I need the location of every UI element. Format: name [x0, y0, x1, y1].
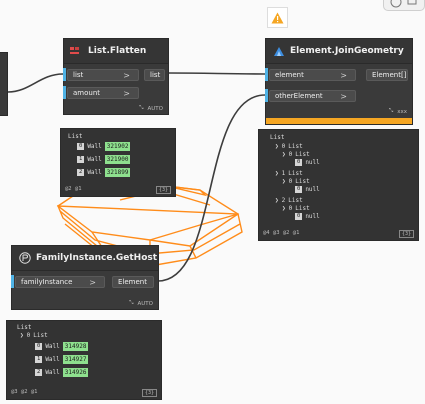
preview-row: 0 null: [295, 159, 320, 166]
node-title: List.Flatten: [88, 46, 147, 56]
preview-row: 2 Wall 321899: [77, 168, 131, 177]
lacing-icon: ⤡: [388, 108, 394, 114]
toolbar-icons: [390, 0, 417, 8]
preview-row: 0 null: [295, 186, 320, 193]
input-indicator: [63, 68, 66, 81]
port-family-instance[interactable]: familyInstance >: [15, 275, 105, 289]
preview-header: List: [17, 324, 32, 331]
preview-row: 0 Wall 321902: [77, 142, 131, 151]
port-chevron: >: [340, 70, 347, 80]
preview-row: 2 Wall 314926: [35, 368, 89, 377]
preview-footer: @2 @1 {3}: [65, 186, 171, 194]
collapse-icon[interactable]: ❯: [20, 332, 24, 339]
top-toolbar[interactable]: [383, 0, 425, 11]
port-other-element[interactable]: otherElement >: [269, 89, 356, 103]
port-chevron: >: [123, 88, 130, 98]
preview-row: 1 Wall 314927: [35, 355, 89, 364]
collapse-icon[interactable]: ❯: [282, 151, 286, 158]
warning-bar: [266, 118, 412, 124]
port-amount[interactable]: amount >: [67, 86, 139, 100]
list-flatten-icon: [70, 46, 83, 57]
node-footer: ⤡ AUTO: [64, 103, 168, 114]
node-footer: ⤡ xxx: [266, 106, 412, 117]
port-label: otherElement: [275, 92, 323, 100]
wire-flatten-to-join: [167, 72, 266, 75]
join-geometry-node[interactable]: Element.JoinGeometry element > otherElem…: [265, 38, 413, 125]
wires: [7, 72, 266, 282]
lacing-label[interactable]: xxx: [397, 108, 407, 115]
partial-node[interactable]: [0, 52, 8, 116]
preview-footer: @4 @3 @2 @1 {3}: [263, 230, 414, 238]
preview-subgroup: ❯ 0 List: [282, 151, 310, 158]
port-label: list: [73, 71, 84, 79]
port-label: amount: [73, 89, 101, 97]
node-header[interactable]: List.Flatten: [64, 39, 168, 64]
get-host-preview[interactable]: List ❯ 0 List 0 Wall 314928 1 Wall 31492…: [6, 320, 162, 400]
collapse-icon[interactable]: ❯: [282, 205, 286, 212]
collapse-icon[interactable]: ❯: [275, 197, 279, 204]
input-indicator: [11, 275, 14, 288]
lacing-label[interactable]: AUTO: [147, 105, 163, 112]
lacing-label[interactable]: AUTO: [137, 300, 153, 307]
port-chevron: >: [123, 70, 130, 80]
preview-group: ❯ 1 List: [275, 170, 303, 177]
preview-group: ❯ 0 List: [20, 332, 48, 339]
preview-group: ❯ 2 List: [275, 197, 303, 204]
join-geometry-preview[interactable]: List ❯ 0 List ❯ 0 List 0 null ❯ 1 List ❯…: [258, 129, 419, 241]
port-label: element: [275, 71, 304, 79]
lacing-icon: ⤡: [129, 300, 134, 306]
node-title: Element.JoinGeometry: [290, 46, 404, 56]
node-header[interactable]: FamilyInstance.GetHost: [12, 246, 158, 271]
list-levels[interactable]: @3 @2 @1: [11, 389, 38, 395]
node-footer: ⤡ AUTO: [12, 298, 158, 309]
revit-node-icon: [272, 46, 285, 57]
port-chevron: >: [89, 277, 96, 287]
warning-triangle-icon: [271, 12, 284, 23]
list-count: {3}: [141, 389, 157, 397]
warning-bubble[interactable]: [267, 7, 288, 28]
list-count: {3}: [398, 230, 414, 238]
preview-subgroup: ❯ 0 List: [282, 205, 310, 212]
preview-row: 0 null: [295, 213, 320, 220]
output-port-element[interactable]: Element: [112, 275, 154, 289]
collapse-icon[interactable]: ❯: [282, 178, 286, 185]
list-levels[interactable]: @4 @3 @2 @1: [263, 230, 300, 236]
preview-row: 0 Wall 314928: [35, 342, 89, 351]
output-port-elements[interactable]: Element[]: [366, 68, 408, 82]
preview-row: 1 Wall 321900: [77, 155, 131, 164]
list-flatten-preview[interactable]: List 0 Wall 321902 1 Wall 321900 2 Wall …: [60, 128, 176, 197]
output-port-list[interactable]: list: [144, 68, 165, 82]
preview-header: List: [68, 133, 83, 140]
preview-header: List: [270, 134, 285, 141]
node-title: FamilyInstance.GetHost: [36, 253, 158, 263]
preview-group: ❯ 0 List: [275, 143, 303, 150]
port-label: familyInstance: [21, 278, 73, 286]
list-flatten-node[interactable]: List.Flatten list > amount > list ⤡ AUTO: [63, 38, 169, 115]
port-chevron: >: [340, 91, 347, 101]
list-count: {3}: [155, 186, 171, 194]
input-indicator: [265, 68, 268, 81]
preview-footer: @3 @2 @1 {3}: [11, 389, 157, 397]
preview-subgroup: ❯ 0 List: [282, 178, 310, 185]
port-element[interactable]: element >: [269, 68, 356, 82]
input-indicator: [265, 89, 268, 102]
node-header[interactable]: Element.JoinGeometry: [266, 39, 412, 64]
python-node-icon: [18, 252, 31, 264]
wire-left-to-flatten: [7, 73, 64, 93]
input-indicator: [63, 86, 66, 99]
get-host-node[interactable]: FamilyInstance.GetHost familyInstance > …: [11, 245, 159, 310]
port-list[interactable]: list >: [67, 68, 139, 82]
wire-gethost-to-join: [157, 94, 266, 282]
collapse-icon[interactable]: ❯: [275, 170, 279, 177]
lacing-icon: ⤡: [139, 105, 144, 111]
collapse-icon[interactable]: ❯: [275, 143, 279, 150]
list-levels[interactable]: @2 @1: [65, 186, 82, 192]
